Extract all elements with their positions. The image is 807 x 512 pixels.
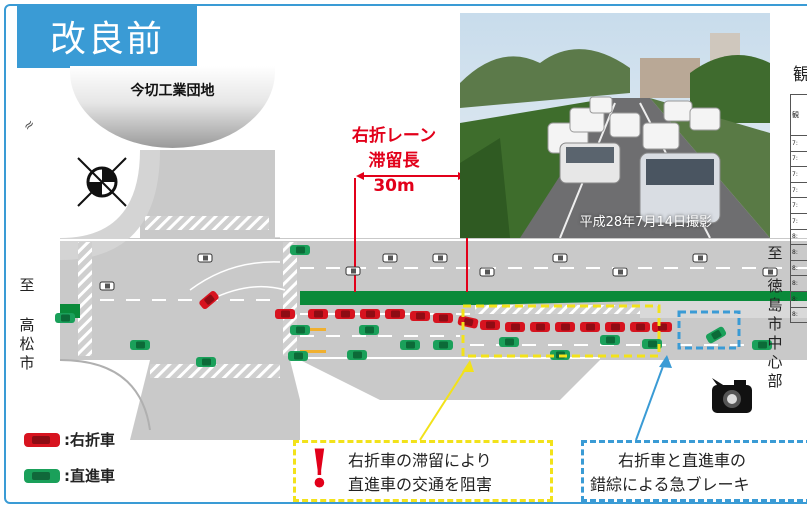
red-car-icon: [24, 432, 60, 447]
traffic-photo: 平成28年7月14日撮影: [460, 13, 770, 238]
traffic-photo-image: [460, 13, 770, 238]
observation-title: 観: [793, 65, 807, 85]
table-row: 7:: [790, 166, 807, 183]
table-row: 7:: [790, 197, 807, 214]
table-cell: 7:: [790, 135, 807, 152]
observation-table: 観 7:7:7:7:7:7:8:8:8:8:8:8:: [790, 94, 807, 324]
east-prefix: 至: [767, 244, 783, 262]
legend-right-turn-label: :右折車: [64, 431, 115, 449]
annotation-line2: 滞留長 30m: [368, 151, 420, 196]
table-cell: 8:: [790, 275, 807, 292]
table-row: 8:: [790, 228, 807, 246]
west-destination: 高松市: [19, 316, 35, 372]
table-cell: 7:: [790, 166, 807, 183]
legend-straight: :直進車: [24, 465, 115, 486]
table-cell: 8:: [790, 228, 807, 246]
table-cell: 8:: [790, 306, 807, 324]
callout-conflict: 右折車と直進車の 錯綜による急ブレーキ: [581, 440, 807, 502]
landmark-label: 今切工業団地: [130, 83, 215, 99]
photo-caption: 平成28年7月14日撮影: [579, 215, 712, 230]
camera-icon: [712, 380, 752, 413]
table-row: 7:: [790, 150, 807, 168]
west-prefix: 至: [19, 276, 35, 294]
table-cell: 8:: [790, 290, 807, 308]
callout-blocking-line1: 右折車の滞留により: [348, 451, 492, 470]
table-cell: 7:: [790, 212, 807, 230]
table-row: 8:: [790, 306, 807, 324]
table-header: 観: [790, 94, 807, 136]
table-row: 7:: [790, 212, 807, 230]
table-cell: 7:: [790, 181, 807, 199]
table-cell: 8:: [790, 244, 807, 261]
table-cell: 7:: [790, 197, 807, 214]
queue-length-annotation: 右折レーン 滞留長 30m: [346, 124, 442, 199]
table-row: 8:: [790, 275, 807, 292]
compass-icon: [77, 157, 127, 207]
green-car-icon: [24, 468, 60, 483]
east-destination: 徳島市中心部: [767, 277, 783, 390]
table-row: 8:: [790, 290, 807, 308]
table-row: 8:: [790, 244, 807, 261]
callout-blocking-line2: 直進車の交通を阻害: [348, 475, 493, 494]
table-row: 7:: [790, 181, 807, 199]
legend-right-turn: :右折車: [24, 429, 115, 450]
table-cell: 8:: [790, 259, 807, 277]
status-badge: 改良前: [17, 4, 197, 68]
exclamation-icon: !: [308, 439, 331, 500]
table-row: 7:: [790, 135, 807, 152]
callout-conflict-line2: 錯綜による急ブレーキ: [590, 475, 750, 494]
callout-conflict-line1: 右折車と直進車の: [618, 451, 747, 470]
callout-blocking: ! 右折車の滞留により 直進車の交通を阻害: [293, 440, 553, 502]
panel-border: [4, 4, 807, 504]
table-row: 8:: [790, 259, 807, 277]
legend-straight-label: :直進車: [64, 467, 115, 485]
table-cell: 7:: [790, 150, 807, 168]
annotation-line1: 右折レーン: [351, 126, 437, 146]
